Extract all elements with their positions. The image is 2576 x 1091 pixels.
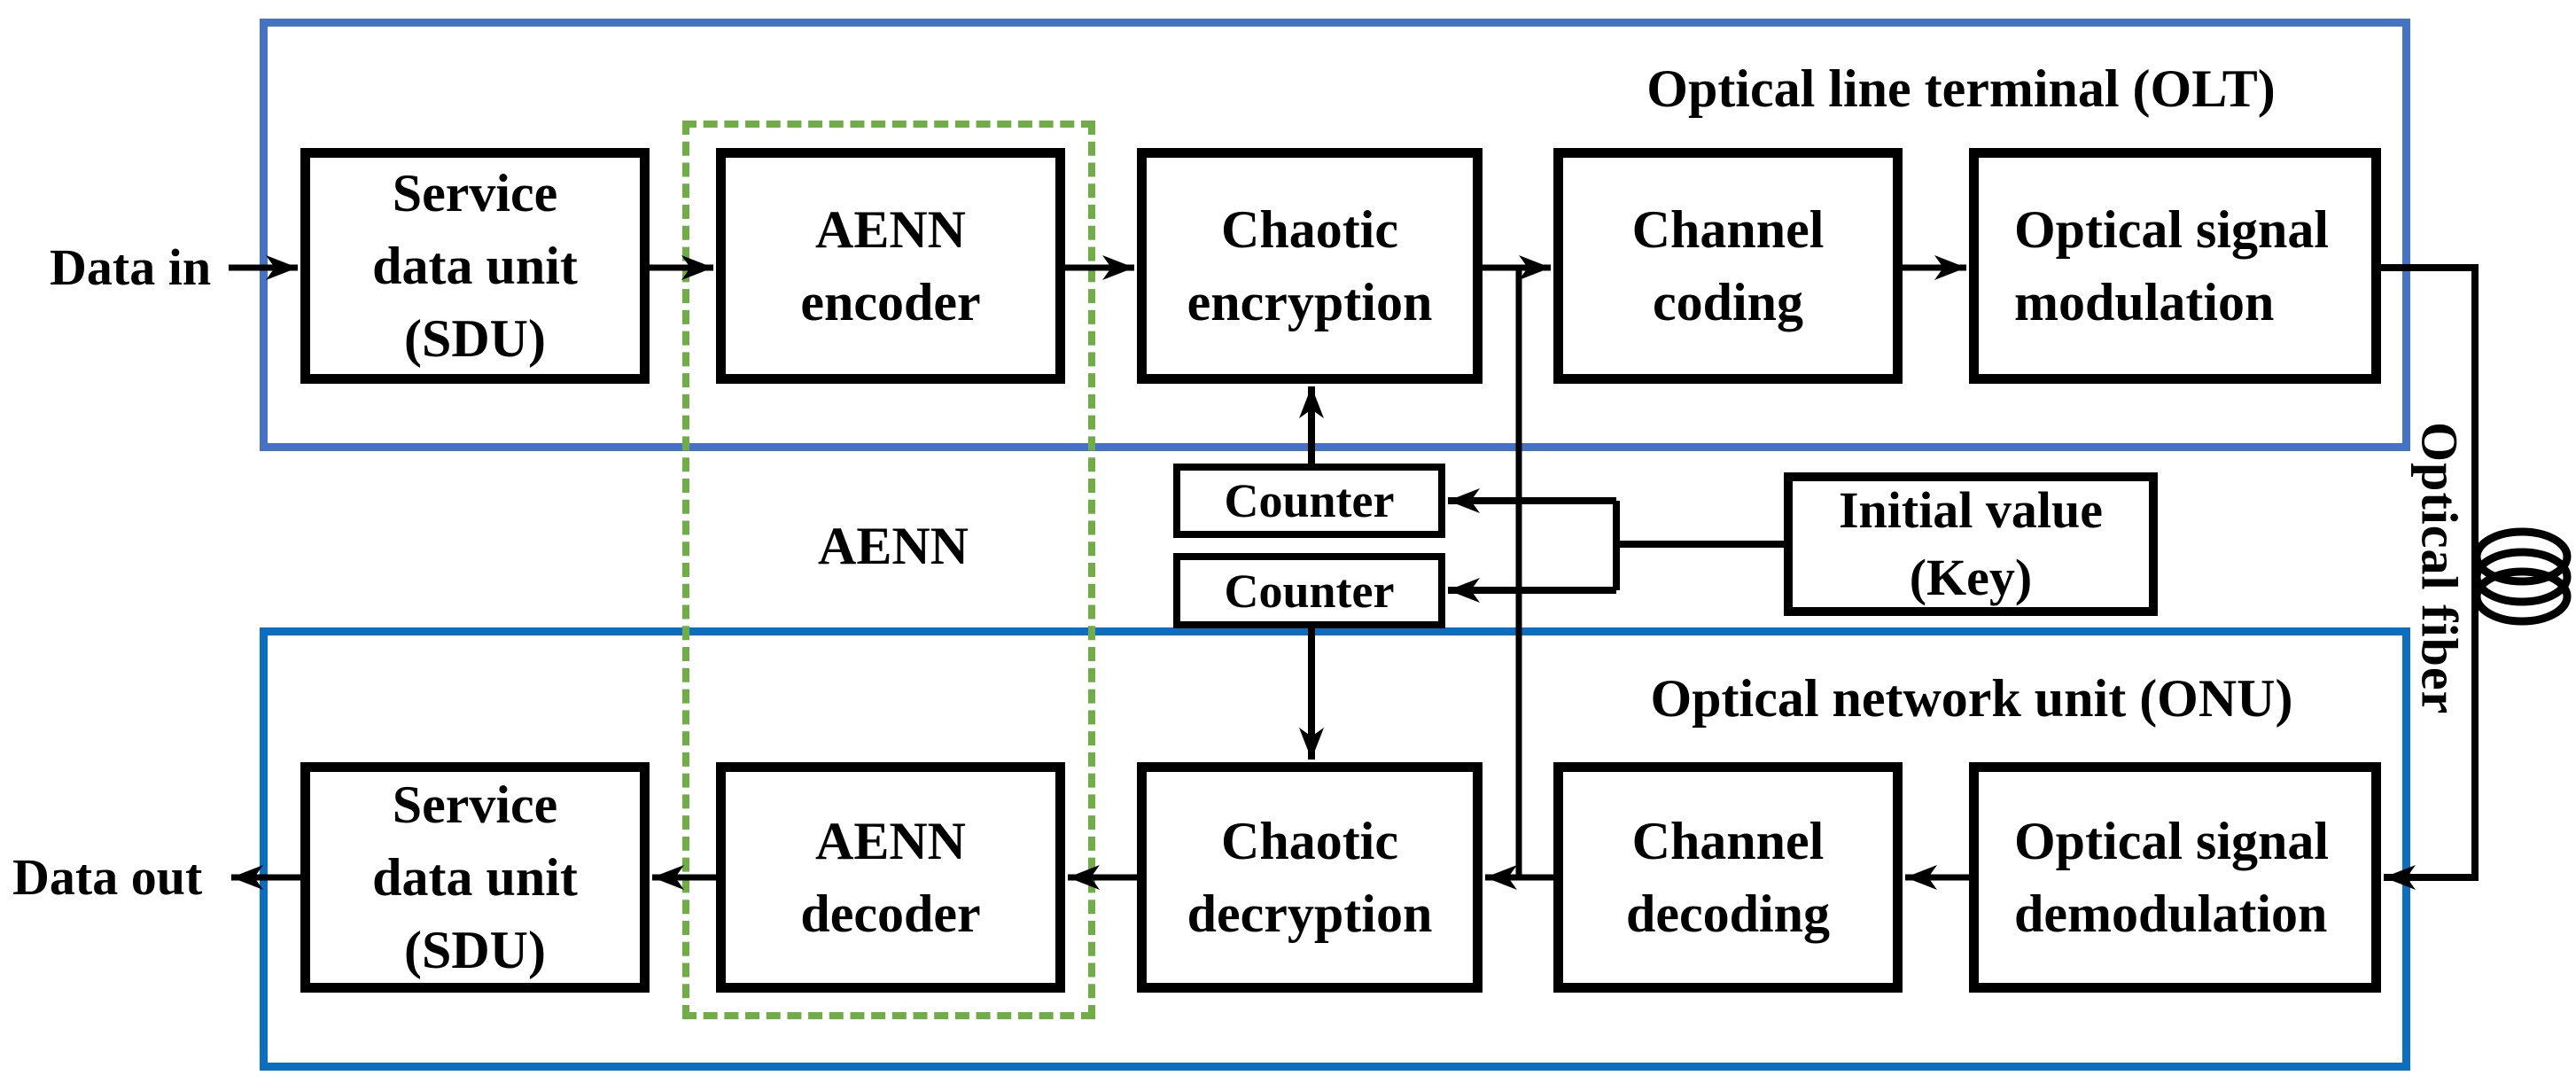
optical-signal-modulation-box: Optical signal modulation bbox=[1969, 148, 2381, 384]
aenn-encoder-box: AENN encoder bbox=[716, 148, 1065, 384]
sdu-onu-box: Service data unit (SDU) bbox=[300, 762, 650, 993]
data-in-label: Data in bbox=[50, 238, 212, 296]
counter-top-box: Counter bbox=[1173, 464, 1445, 538]
aenn-label: AENN bbox=[817, 517, 969, 575]
channel-decoding-box: Channel decoding bbox=[1553, 762, 1903, 993]
olt-container-frame bbox=[260, 19, 2410, 451]
sdu-olt-box: Service data unit (SDU) bbox=[300, 148, 650, 384]
channel-coding-box: Channel coding bbox=[1553, 148, 1903, 384]
optical-signal-demodulation-box: Optical signal demodulation bbox=[1969, 762, 2381, 993]
aenn-dashed-frame bbox=[682, 121, 1095, 1019]
chaotic-decryption-box: Chaotic decryption bbox=[1137, 762, 1483, 993]
onu-title: Optical network unit (ONU) bbox=[1650, 669, 2293, 728]
fiber-coil-icon bbox=[2472, 527, 2572, 626]
counter-bottom-box: Counter bbox=[1173, 553, 1445, 628]
optical-fiber-label: Optical fiber bbox=[2410, 422, 2469, 715]
olt-title: Optical line terminal (OLT) bbox=[1646, 59, 2276, 118]
chaotic-encryption-box: Chaotic encryption bbox=[1137, 148, 1483, 384]
data-out-label: Data out bbox=[12, 848, 203, 906]
aenn-decoder-box: AENN decoder bbox=[716, 762, 1065, 993]
initial-value-key-box: Initial value (Key) bbox=[1784, 472, 2158, 616]
